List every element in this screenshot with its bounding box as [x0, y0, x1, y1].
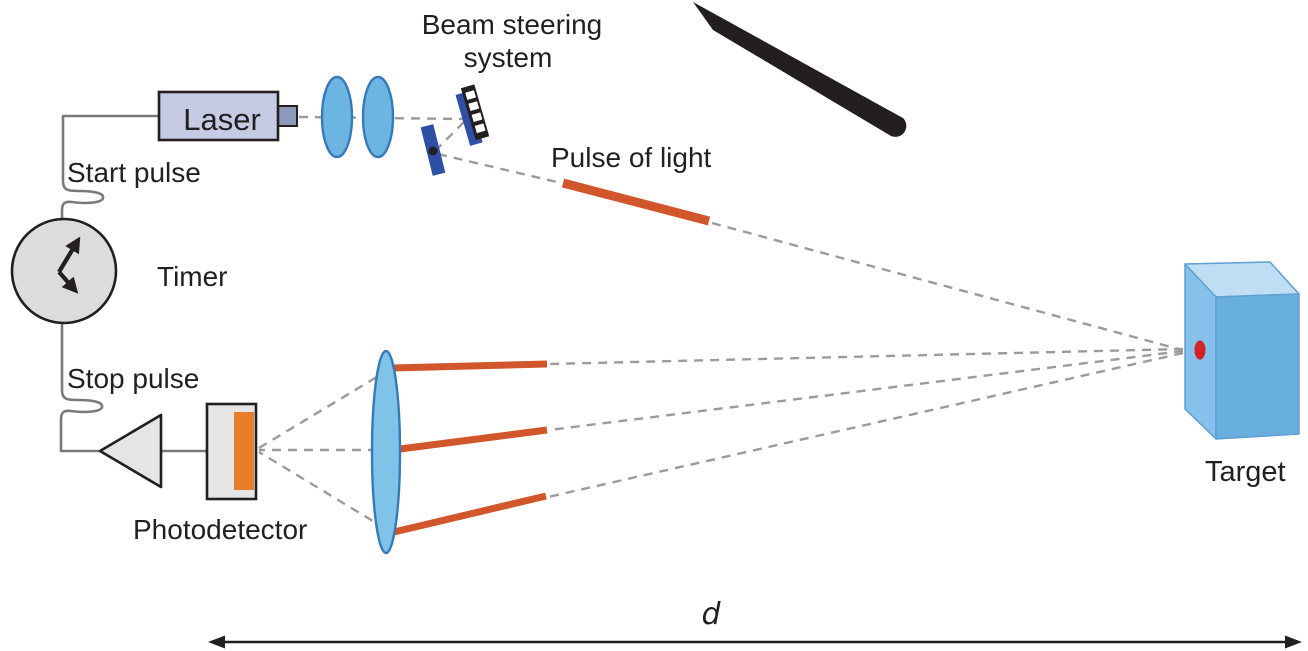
beam-return-top-far: [548, 347, 1184, 366]
beam-outgoing-far: [711, 221, 1183, 352]
beam-steering-label-line2: system: [464, 42, 553, 73]
target-block: [1184, 261, 1300, 440]
laser-nozzle: [277, 105, 298, 127]
mirror-pivot-dot: [428, 146, 438, 156]
beam-return-bottom-far: [547, 351, 1184, 499]
photodetector-label: Photodetector: [133, 514, 307, 545]
beam-steering-label-line1: Beam steering: [422, 9, 603, 40]
return-pulse-top: [391, 360, 548, 372]
grating-facet-3: [471, 112, 483, 123]
beam-return-bottom-near: [258, 450, 387, 531]
beam-steering-system: [420, 84, 490, 176]
timer-hand-down-icon: [57, 270, 79, 294]
distance-label: d: [701, 597, 721, 632]
distance-dimension: d: [208, 597, 1302, 649]
photodetector-sensor-strip: [234, 412, 254, 490]
outgoing-pulse: [561, 178, 711, 226]
beam-return-top-near: [258, 367, 391, 450]
photodetector: [205, 402, 258, 501]
receiver-lens: [370, 349, 402, 555]
target-hit-spot: [1194, 340, 1206, 360]
beam-mirror-link: [437, 121, 465, 149]
timer-dial: [10, 217, 118, 325]
collimating-lens-2: [361, 75, 395, 159]
laser-unit: Laser: [157, 90, 298, 142]
grating-facet-4: [474, 123, 486, 134]
return-pulse-bottom: [393, 492, 547, 536]
amplifier-triangle: [98, 413, 163, 489]
target-label: Target: [1205, 456, 1286, 488]
decorative-black-bar: [693, 2, 907, 137]
grating-facet-2: [468, 101, 480, 111]
stop-pulse-label: Stop pulse: [67, 363, 199, 394]
grating-facet-1: [465, 90, 476, 100]
distance-arrowhead-right-icon: [1285, 635, 1302, 649]
beam-outgoing-near: [437, 152, 562, 185]
beam-return-mid-far: [548, 349, 1184, 432]
target-front-face: [1215, 293, 1300, 440]
pulse-of-light-label: Pulse of light: [551, 142, 712, 173]
start-pulse-label: Start pulse: [67, 157, 201, 188]
timer: [10, 217, 118, 325]
wire-timer-to-amplifier: [59, 323, 104, 453]
timer-label: Timer: [157, 261, 228, 292]
laser-label: Laser: [183, 102, 261, 137]
collimating-lens-1: [320, 75, 354, 159]
timer-hand-up-icon: [57, 236, 81, 274]
laser-body: [157, 90, 280, 142]
return-pulse-middle: [399, 426, 548, 453]
distance-arrowhead-left-icon: [208, 635, 225, 649]
wire-laser-to-timer: [60, 114, 160, 219]
